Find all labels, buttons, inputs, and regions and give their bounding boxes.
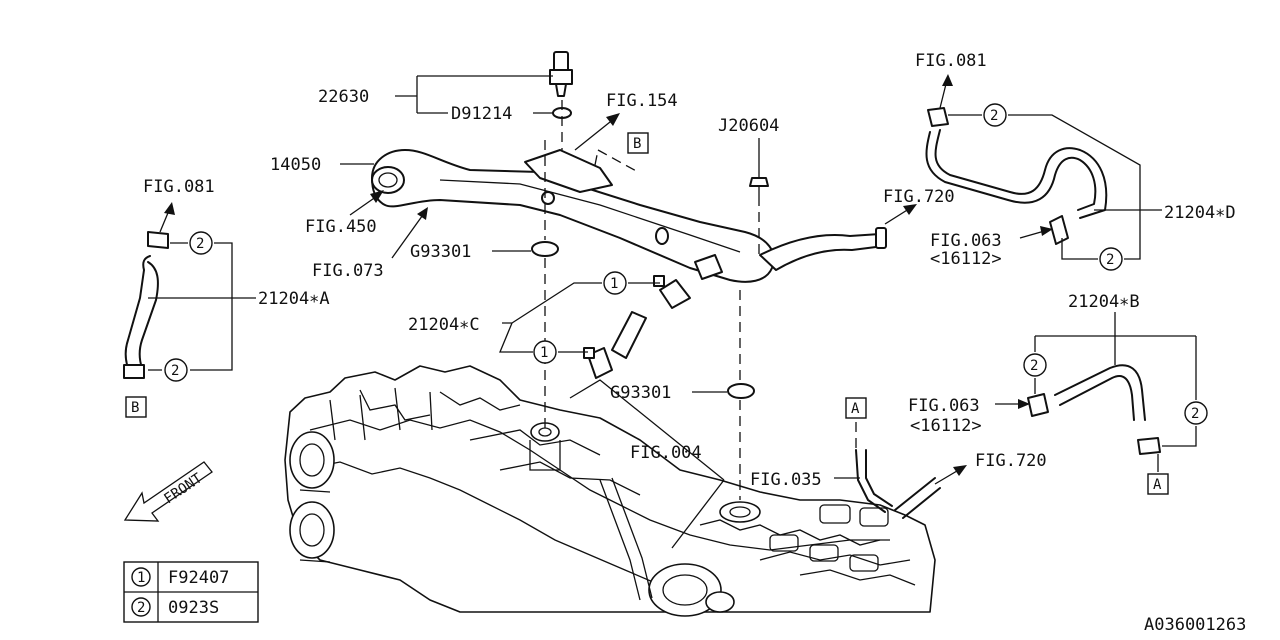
callout-2: 2 <box>1099 247 1123 271</box>
bolt-j20604 <box>749 177 769 196</box>
temperature-sensor <box>549 51 573 97</box>
callout-2: 2 <box>164 358 188 382</box>
label-22630: 22630 <box>318 87 369 107</box>
callout-2: 2 <box>189 231 213 255</box>
svg-text:2: 2 <box>171 363 179 379</box>
hose-21204-b <box>1027 364 1161 455</box>
label-fig063-lower-sub: <16112> <box>910 416 982 436</box>
label-j20604: J20604 <box>718 116 779 136</box>
ref-box-b-top: B <box>627 132 649 154</box>
hose-21204-a <box>123 231 169 379</box>
label-fig081-right: FIG.081 <box>915 51 987 71</box>
label-fig063-lower: FIG.063 <box>908 396 980 416</box>
label-21204a: 21204∗A <box>258 289 330 309</box>
svg-text:2: 2 <box>137 600 145 616</box>
svg-text:1: 1 <box>610 276 618 292</box>
label-fig035: FIG.035 <box>750 470 822 490</box>
leader-lines <box>148 74 1197 549</box>
label-g93301-lower: G93301 <box>610 383 671 403</box>
svg-text:2: 2 <box>990 108 998 124</box>
label-21204c: 21204∗C <box>408 315 480 335</box>
label-fig081-left: FIG.081 <box>143 177 215 197</box>
legend-row: 1 F92407 <box>131 567 229 588</box>
svg-text:2: 2 <box>1030 358 1038 374</box>
callout-1: 1 <box>533 340 557 364</box>
svg-text:A: A <box>1153 477 1162 493</box>
ref-box-b-left: B <box>125 396 147 418</box>
gasket-upper <box>531 241 559 257</box>
label-fig450: FIG.450 <box>305 217 377 237</box>
label-g93301-upper: G93301 <box>410 242 471 262</box>
label-fig063-upper: FIG.063 <box>930 231 1002 251</box>
callout-2: 2 <box>983 103 1007 127</box>
ref-box-a-mid: A <box>845 397 867 419</box>
diagram-id: A036001263 <box>1144 615 1246 635</box>
label-d91214: D91214 <box>451 104 512 124</box>
svg-text:2: 2 <box>196 236 204 252</box>
reference-boxes: B B A A <box>125 132 1169 495</box>
label-fig720-lower: FIG.720 <box>975 451 1047 471</box>
hose-21204-c <box>583 275 691 379</box>
front-direction-arrow: FRONT <box>123 461 213 522</box>
label-fig154: FIG.154 <box>606 91 678 111</box>
coolant-pipe-14050 <box>371 149 887 283</box>
svg-text:0923S: 0923S <box>168 598 219 618</box>
svg-text:2: 2 <box>1106 252 1114 268</box>
legend-row: 2 0923S <box>131 597 219 618</box>
svg-text:2: 2 <box>1191 406 1199 422</box>
label-14050: 14050 <box>270 155 321 175</box>
part-labels: 22630 D91214 FIG.154 14050 FIG.450 FIG.0… <box>143 51 1246 635</box>
svg-text:B: B <box>633 136 641 152</box>
svg-text:F92407: F92407 <box>168 568 229 588</box>
ref-box-a-right: A <box>1147 473 1169 495</box>
callout-1: 1 <box>603 271 627 295</box>
hose-21204-d <box>925 107 1108 245</box>
svg-text:1: 1 <box>137 570 145 586</box>
label-fig004: FIG.004 <box>630 443 702 463</box>
gasket-lower <box>727 383 755 399</box>
legend-table: 1 F92407 2 0923S <box>123 561 259 623</box>
callouts: 1 1 2 2 2 2 2 2 <box>164 103 1208 425</box>
label-21204d: 21204∗D <box>1164 203 1236 223</box>
callout-2: 2 <box>1023 353 1047 377</box>
svg-text:A: A <box>851 401 860 417</box>
label-fig073: FIG.073 <box>312 261 384 281</box>
callout-2: 2 <box>1184 401 1208 425</box>
label-fig720-upper: FIG.720 <box>883 187 955 207</box>
label-fig063-upper-sub: <16112> <box>930 249 1002 269</box>
engine-block <box>284 365 936 617</box>
svg-text:1: 1 <box>540 345 548 361</box>
label-21204b: 21204∗B <box>1068 292 1140 312</box>
fig035-pipe <box>855 449 941 519</box>
svg-text:B: B <box>131 400 139 416</box>
